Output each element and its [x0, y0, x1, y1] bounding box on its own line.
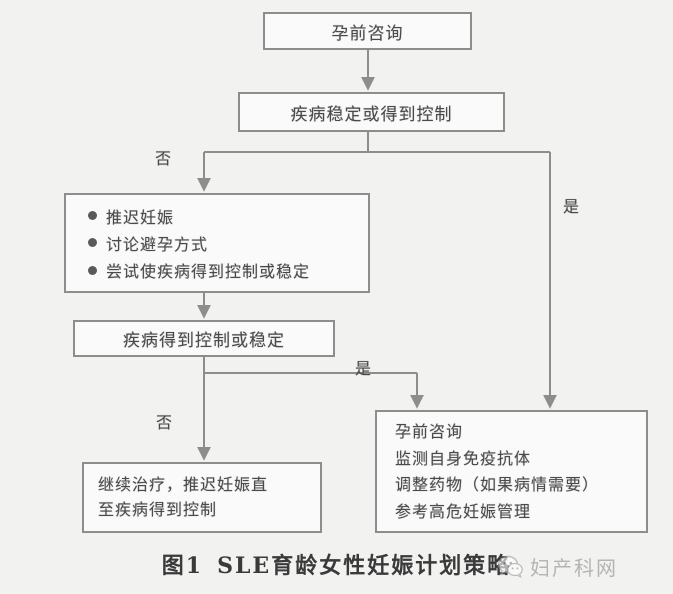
edge-stable-split — [204, 132, 550, 153]
node-label: 疾病得到控制或稳定 — [123, 331, 285, 351]
edge-label-yes-right: 是 — [563, 197, 581, 216]
figure-caption: 图1 SLE育龄女性妊娠计划策略 — [0, 548, 673, 580]
figure-title: SLE育龄女性妊娠计划策略 — [217, 553, 512, 579]
node-disease-controlled-or-stable: 疾病得到控制或稳定 — [73, 320, 335, 357]
list-item-label: 讨论避孕方式 — [106, 234, 209, 254]
list-item-label: 推迟妊娠 — [106, 207, 175, 227]
node-label: 疾病稳定或得到控制 — [290, 104, 453, 125]
watermark: 妇产科网 — [497, 552, 618, 581]
edge-controlled-split — [203, 357, 417, 374]
list-item: 推迟妊娠 — [88, 204, 368, 228]
watermark-text: 妇产科网 — [530, 556, 618, 580]
bullet-icon — [88, 211, 97, 221]
node-continue-treatment: 继续治疗，推迟妊娠直 至疾病得到控制 — [82, 462, 322, 533]
node-label-line-1: 继续治疗，推迟妊娠直 — [98, 474, 269, 494]
bullet-icon — [88, 265, 97, 275]
list-item-label: 监测自身免疫抗体 — [395, 448, 532, 468]
figure-number: 图1 — [161, 553, 204, 579]
node-label: 孕前咨询 — [331, 23, 404, 44]
node-preconception-counseling-top: 孕前咨询 — [263, 12, 472, 50]
node-disease-stable-or-controlled: 疾病稳定或得到控制 — [238, 92, 505, 132]
edge-label-no-bottom: 否 — [156, 413, 174, 432]
wechat-logo-icon — [497, 555, 523, 578]
list-item-label: 参考高危妊娠管理 — [395, 502, 532, 522]
edge-label-no-top: 否 — [155, 149, 173, 168]
node-pregnancy-management-plan: 孕前咨询 监测自身免疫抗体 调整药物（如果病情需要） 参考高危妊娠管理 — [375, 410, 648, 533]
list-item-label: 孕前咨询 — [395, 421, 464, 441]
node-action-list: 推迟妊娠 讨论避孕方式 尝试使疾病得到控制或稳定 — [64, 193, 370, 293]
list-item: 讨论避孕方式 — [88, 231, 368, 255]
list-item-label: 尝试使疾病得到控制或稳定 — [106, 262, 311, 282]
list-item: 尝试使疾病得到控制或稳定 — [88, 258, 368, 282]
edge-label-yes-mid: 是 — [355, 359, 373, 378]
bullet-icon — [88, 238, 97, 248]
node-label-line-2: 至疾病得到控制 — [98, 499, 218, 519]
list-item-label: 调整药物（如果病情需要） — [395, 475, 600, 495]
